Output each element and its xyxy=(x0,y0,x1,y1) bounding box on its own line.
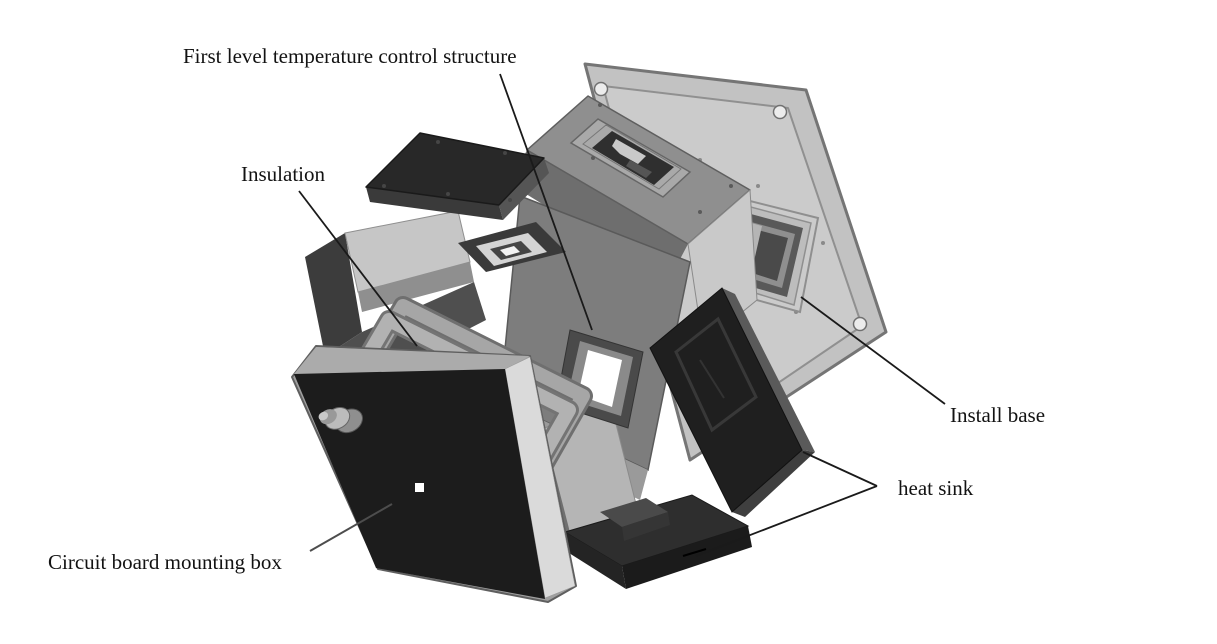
leader-lines xyxy=(298,73,946,557)
plate-hole-top-right xyxy=(772,104,788,120)
heat-sink-panel-bottom-edge xyxy=(732,450,815,517)
leader-heat-sink-lower xyxy=(695,485,878,557)
heat-sink-panel-right-edge xyxy=(722,288,815,452)
heat-sink-base-notch xyxy=(682,548,707,557)
heat-sink-panel-groove xyxy=(699,359,725,399)
heat-sink-base-front xyxy=(622,526,752,589)
circuit-board-mounting-box xyxy=(291,345,577,603)
heat-sink-base-left xyxy=(565,532,626,589)
insulation-slab xyxy=(365,132,549,220)
housing-top-window xyxy=(569,118,692,198)
heat-sink-base xyxy=(563,494,752,589)
leader-first-level xyxy=(499,73,593,331)
leader-circuit-box xyxy=(309,503,393,552)
core-top-window xyxy=(458,222,566,272)
circuit-box-right-edge xyxy=(504,356,576,599)
leader-heat-sink-upper xyxy=(802,451,878,487)
leader-insulation xyxy=(298,190,418,347)
label-first-level-structure: First level temperature control structur… xyxy=(183,44,517,68)
label-insulation: Insulation xyxy=(241,162,325,186)
heat-sink-panel xyxy=(649,287,815,517)
circuit-box-top-edge xyxy=(294,347,530,374)
circuit-box-connector xyxy=(318,407,363,434)
insulation-top-face xyxy=(365,132,545,206)
housing-screw-dots xyxy=(591,103,733,214)
plate-hole-bottom-right xyxy=(852,316,868,332)
insulation-front-edge xyxy=(366,187,503,220)
label-circuit-board-box: Circuit board mounting box xyxy=(48,550,282,574)
label-heat-sink: heat sink xyxy=(898,476,974,500)
circuit-box-highlight-dot xyxy=(415,483,424,492)
heat-sink-pedestal-front xyxy=(622,512,670,541)
leader-install-base xyxy=(800,296,946,405)
insulation-screw-dots xyxy=(382,140,512,202)
label-install-base: Install base xyxy=(950,403,1046,427)
heat-sink-panel-rib xyxy=(674,316,758,433)
plate-hole-top-left xyxy=(593,81,609,97)
heat-sink-pedestal-top xyxy=(600,498,668,527)
